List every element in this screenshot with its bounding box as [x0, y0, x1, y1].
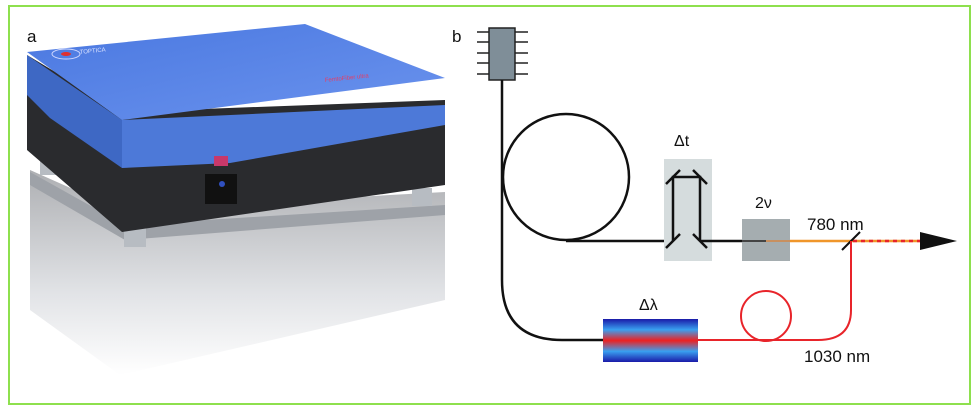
laser-photo: a TOPTICA FemtoFiber ultra — [27, 24, 445, 375]
base-plate — [30, 172, 445, 240]
logo-toptica: TOPTICA — [51, 47, 106, 60]
fiber-black — [500, 80, 676, 342]
aperture — [219, 181, 225, 187]
panel-b-label: b — [452, 27, 461, 46]
figure-border — [8, 5, 971, 405]
output-port — [205, 174, 237, 204]
fiber-red — [698, 241, 852, 342]
wavelength-1030-label: 1030 nm — [804, 347, 870, 366]
output-arrow-icon — [920, 232, 957, 250]
delay-label: Δt — [674, 133, 690, 150]
port-indicator — [214, 156, 228, 166]
foot — [412, 188, 432, 206]
case-blue-front — [122, 105, 445, 168]
product-name: FemtoFiber ultra — [325, 73, 370, 84]
wavelength-780-label: 780 nm — [807, 215, 864, 234]
case-top — [27, 24, 445, 120]
shg-label: 2ν — [755, 195, 772, 212]
delay-mirrors — [665, 169, 742, 249]
case-blue-side — [27, 55, 122, 168]
wavelength-shifter — [603, 319, 698, 362]
shift-label: Δλ — [639, 297, 658, 314]
svg-text:TOPTICA: TOPTICA — [80, 47, 106, 56]
pump-chip-icon — [477, 27, 528, 81]
schematic: b Δt 2ν 780 nm — [452, 27, 957, 366]
panel-a-label: a — [27, 27, 37, 46]
